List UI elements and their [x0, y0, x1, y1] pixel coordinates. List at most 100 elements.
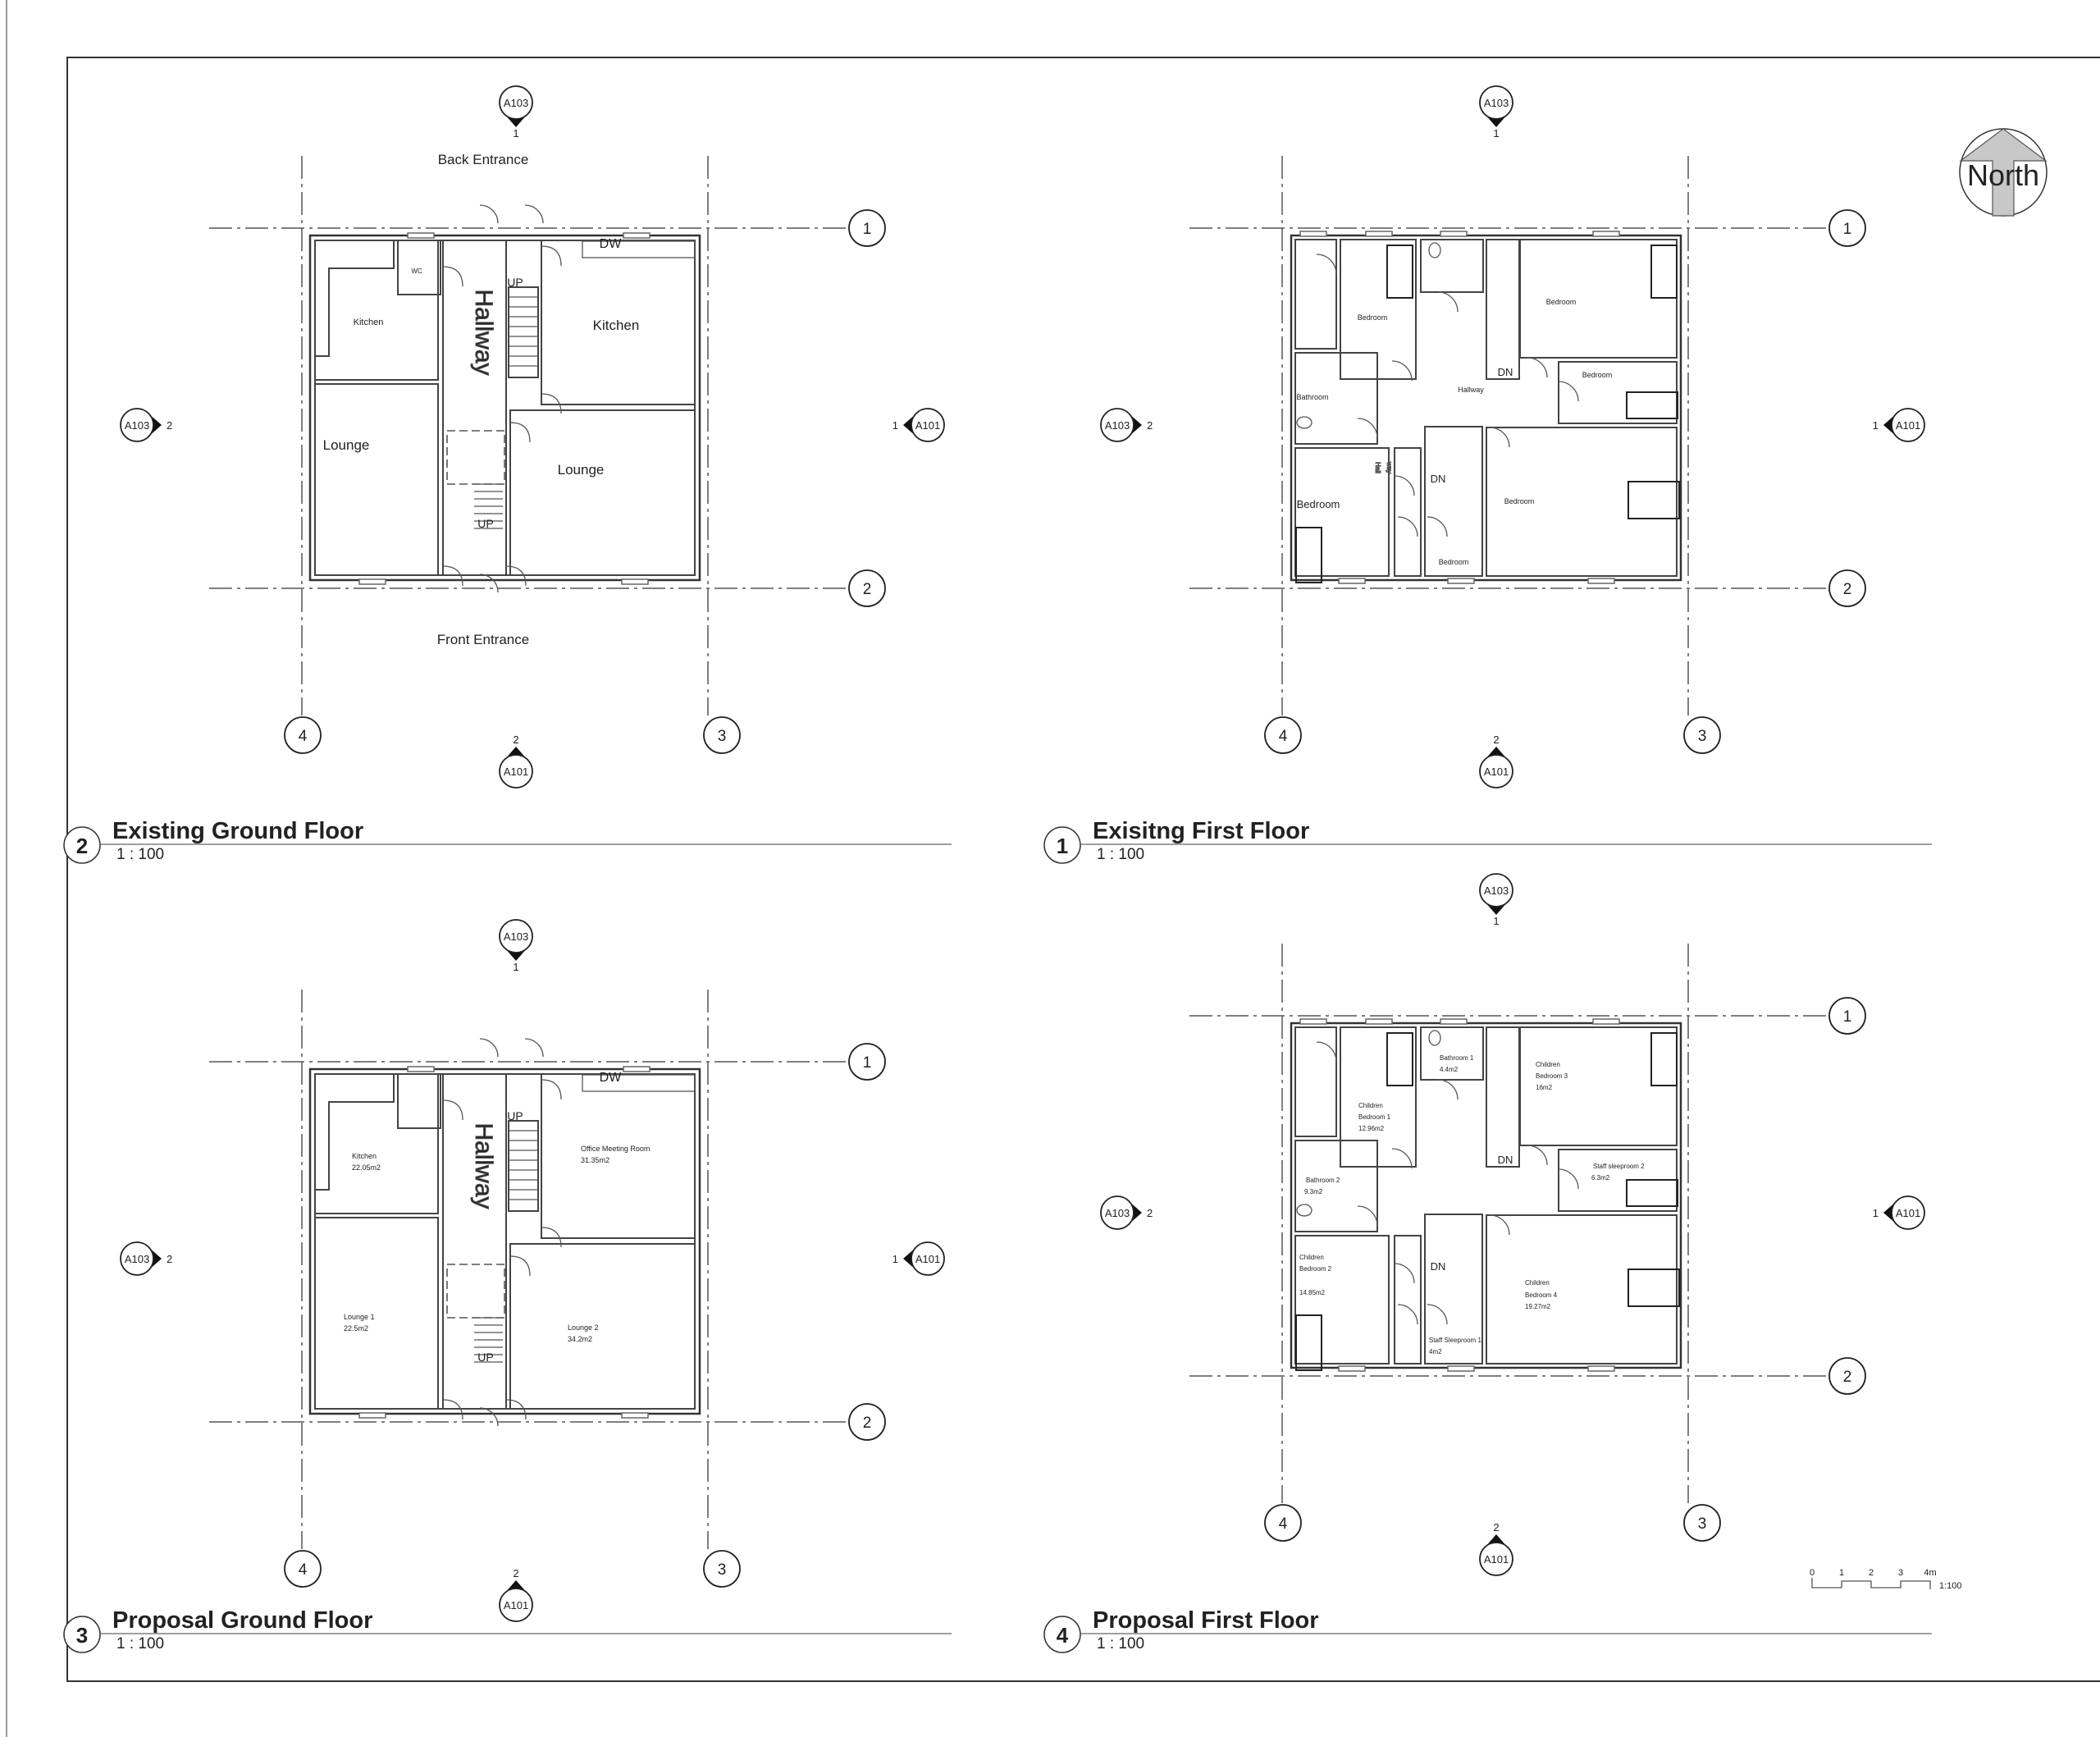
wall	[509, 1243, 696, 1410]
room-label: Bedroom 3	[1536, 1072, 1568, 1080]
wall	[1486, 1214, 1678, 1364]
room-label: 22.5m2	[344, 1324, 368, 1332]
door-swing	[524, 1038, 544, 1058]
door-swing	[1316, 1041, 1337, 1063]
grid-bubble: 2	[848, 569, 886, 607]
section-number: 1	[1493, 915, 1499, 927]
door-swing	[442, 565, 463, 587]
section-number: 1	[1493, 127, 1499, 139]
north-label: North	[1967, 158, 2039, 192]
room-label: Hallway	[470, 1122, 497, 1209]
wall	[1294, 1140, 1378, 1232]
grid-bubble: 2	[1828, 569, 1866, 607]
room-label: WC	[411, 267, 422, 275]
room-label: 12.96m2	[1358, 1125, 1385, 1132]
section-sheet-ref: A101	[504, 1599, 528, 1611]
section-bubble	[1891, 408, 1925, 442]
window	[623, 1066, 651, 1072]
room-label: Children	[1358, 1102, 1383, 1109]
bed	[1386, 245, 1413, 299]
kitchen-units	[582, 240, 696, 258]
wall	[442, 240, 507, 576]
door-swing	[505, 565, 527, 587]
grid-bubble: 4	[284, 1550, 322, 1588]
room-label: Bathroom 1	[1440, 1054, 1474, 1062]
section-bubble	[1100, 408, 1134, 442]
window	[1338, 578, 1366, 584]
room-label: Hall	[1374, 462, 1381, 473]
window	[1299, 1018, 1327, 1025]
door-swing	[1427, 1304, 1448, 1325]
wall	[314, 1217, 439, 1410]
section-sheet-ref: A101	[1484, 1553, 1509, 1566]
wall	[397, 240, 441, 295]
section-bubble	[911, 1241, 945, 1276]
section-sheet-ref: A103	[125, 419, 149, 432]
section-sheet-ref: A101	[1484, 766, 1509, 778]
room-label: UP	[507, 276, 523, 289]
section-number: 2	[167, 1253, 172, 1265]
grid-bubble: 1	[1828, 209, 1866, 247]
section-sheet-ref: A103	[1105, 1207, 1130, 1219]
room-label: Bedroom	[1582, 371, 1613, 379]
door-swing	[479, 204, 499, 224]
door-swing	[442, 1099, 463, 1121]
door-swing	[1397, 1304, 1418, 1325]
wall	[314, 240, 696, 576]
wall	[314, 1073, 439, 1214]
scale-tick-label: 1	[1839, 1568, 1844, 1578]
grid-bubble: 3	[1683, 716, 1721, 754]
room-label: Lounge 2	[568, 1323, 599, 1332]
section-sheet-ref: A103	[504, 930, 528, 943]
section-number: 2	[1493, 1521, 1499, 1534]
wall	[1420, 239, 1484, 293]
section-number: 1	[1873, 1207, 1879, 1219]
wall	[1420, 1026, 1484, 1081]
door-swing	[1437, 1079, 1459, 1100]
room-label: Children	[1536, 1061, 1560, 1068]
room-label: Staff sleeproom 2	[1593, 1163, 1645, 1170]
wall	[1294, 352, 1378, 445]
door-swing	[479, 1407, 499, 1427]
grid-label: 3	[718, 728, 727, 745]
section-marker[interactable]: A101 2	[1479, 1521, 1513, 1576]
view-title-text: Proposal First Floor	[1093, 1607, 1319, 1634]
room-label: Back Entrance	[438, 152, 529, 167]
door-swing	[1527, 1145, 1548, 1166]
door-swing	[1391, 360, 1413, 382]
room-label: Bathroom 2	[1306, 1177, 1340, 1184]
window	[1440, 1018, 1468, 1025]
window	[621, 1412, 649, 1419]
grid-label: 4	[1279, 1515, 1288, 1533]
door-swing	[1357, 418, 1378, 439]
room-label: Children	[1299, 1254, 1324, 1261]
room-label: Bedroom	[1358, 313, 1388, 322]
room-label: DN	[1498, 366, 1513, 378]
door-swing	[505, 1399, 527, 1420]
door-swing	[541, 1079, 562, 1100]
door-swing	[541, 245, 562, 267]
window	[1447, 578, 1475, 584]
sheet-border	[66, 57, 2100, 1682]
wall	[1394, 447, 1422, 577]
